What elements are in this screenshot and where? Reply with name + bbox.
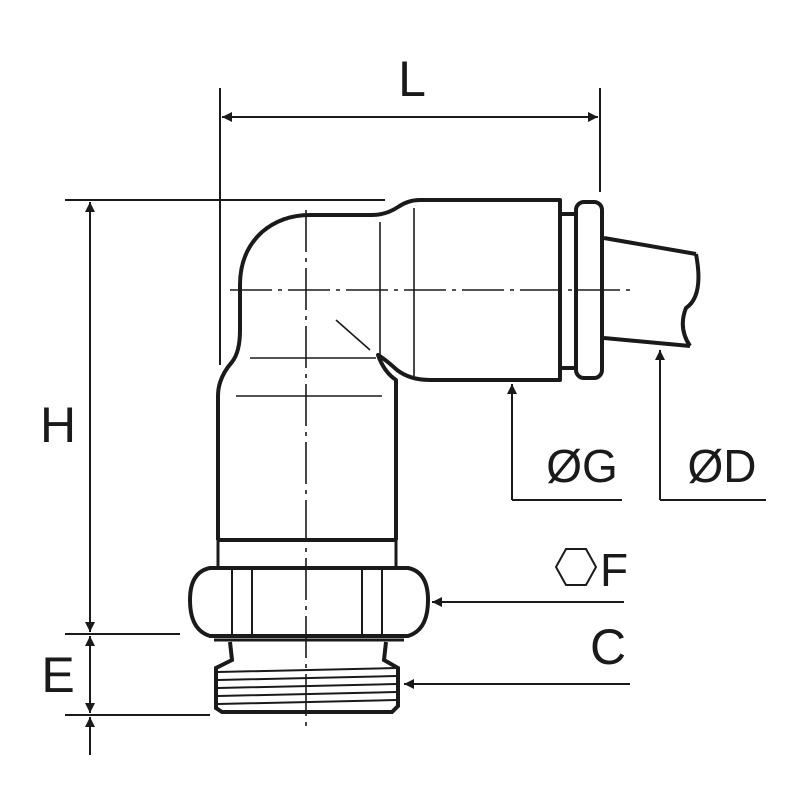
leader-G <box>507 384 622 501</box>
diameter-G-label: ØG <box>546 440 618 492</box>
dimension-H <box>65 199 385 632</box>
dimension-L-label: L <box>398 51 426 107</box>
fitting-body <box>216 198 604 568</box>
dimension-E <box>65 633 210 755</box>
tube <box>603 236 701 348</box>
dimension-E-label: E <box>41 647 74 703</box>
dimension-L <box>219 88 601 365</box>
thread-C-label: C <box>590 619 626 675</box>
leader-D <box>655 350 766 501</box>
hex-nut <box>187 566 431 642</box>
thread <box>214 641 400 714</box>
hex-F-label: F <box>600 544 628 596</box>
center-lines <box>230 208 632 732</box>
dimension-H-label: H <box>40 397 76 453</box>
diameter-D-label: ØD <box>688 440 757 492</box>
hexagon-icon <box>554 548 598 586</box>
